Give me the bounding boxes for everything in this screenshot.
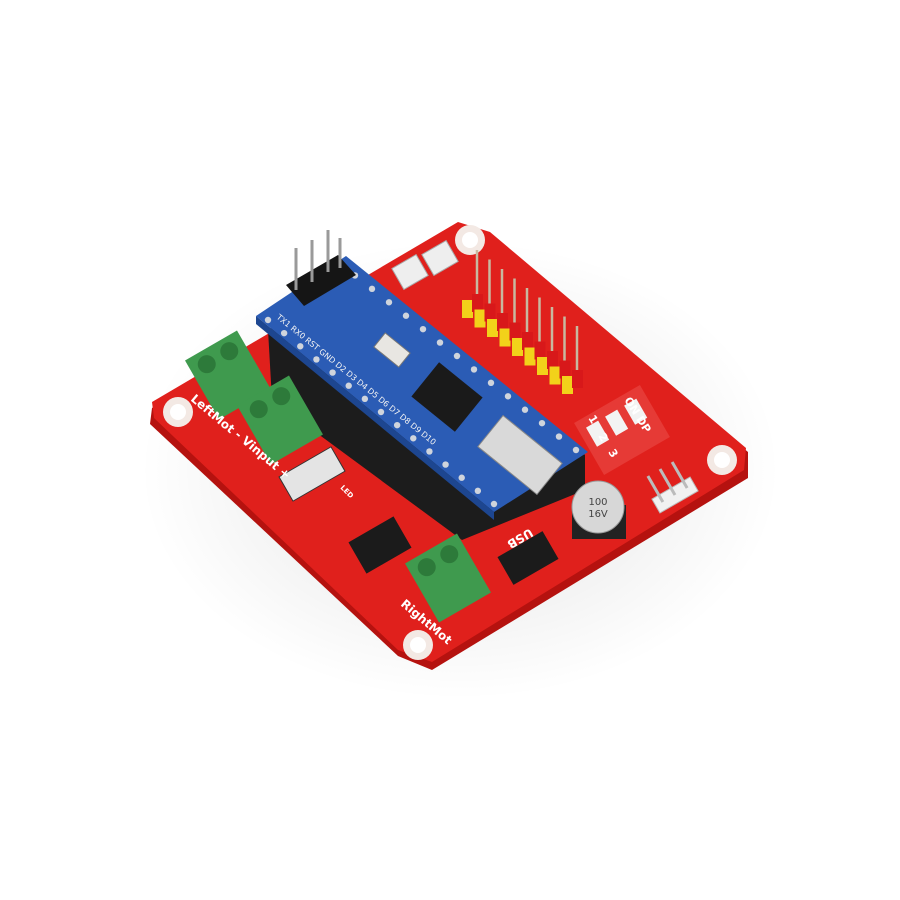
terminal-block-right-motor — [405, 533, 491, 623]
header-pin-block — [487, 319, 498, 337]
nano-pin-pad — [297, 343, 304, 350]
electrolytic-capacitor: 100 16V — [571, 480, 626, 539]
header-pin-block — [559, 360, 571, 379]
voltage-regulator — [348, 516, 412, 574]
terminal-block-left-motor — [185, 330, 271, 420]
header-pin-block — [537, 357, 548, 375]
nano-pin-pad — [329, 369, 336, 376]
header-pin-block — [509, 322, 521, 341]
mini-usb-port — [477, 414, 563, 496]
nano-pin-pad — [470, 366, 478, 373]
header-pin-block — [472, 294, 483, 312]
nano-pin-pad — [572, 446, 580, 454]
nano-pin-pad — [436, 339, 444, 346]
power-switch — [278, 446, 346, 502]
header-pin-block — [497, 313, 508, 331]
potentiometers — [391, 239, 459, 291]
capacitor-value: 100 — [588, 497, 607, 508]
nano-pin-pad — [521, 406, 529, 413]
mounting-holes — [163, 225, 737, 660]
nano-pin-pad — [487, 379, 495, 387]
icsp-header — [286, 230, 356, 306]
header-pin-block — [524, 347, 536, 366]
nano-pin-pad — [280, 329, 288, 337]
nano-pin-pad — [410, 435, 417, 442]
motor-driver-chip — [497, 531, 559, 585]
nano-pin-pad — [458, 474, 465, 481]
nano-pin-pad — [538, 419, 546, 427]
nano-pin-pad — [368, 285, 376, 293]
header-pin-block — [522, 332, 533, 350]
header-pin-block — [572, 370, 583, 388]
header-pin-block — [484, 303, 496, 322]
three-pin-header — [646, 461, 699, 514]
header-pin-block — [474, 309, 486, 328]
header-pin-block — [562, 376, 573, 394]
header-pin-block — [499, 328, 511, 347]
dip-switch — [574, 385, 670, 475]
nano-pin-pad — [393, 421, 401, 429]
nano-pin-pad — [402, 312, 410, 319]
reset-button — [373, 332, 411, 368]
nano-pin-pad — [419, 325, 427, 333]
nano-pin-pad — [377, 408, 385, 416]
nano-pin-pad — [313, 356, 320, 363]
capacitor-voltage: 16V — [588, 509, 608, 520]
nano-pin-pad — [474, 487, 482, 495]
nano-pin-pad — [442, 461, 449, 468]
nano-pin-pad — [453, 352, 461, 360]
nano-edge — [256, 316, 494, 520]
nano-pin-pad — [490, 500, 498, 508]
header-pin-block — [549, 366, 561, 385]
microcontroller-chip — [411, 362, 483, 432]
servo-headers — [462, 250, 583, 394]
header-pin-block — [534, 341, 546, 360]
nano-pin-pad — [555, 433, 563, 440]
nano-pin-pad — [504, 393, 512, 400]
header-pin-block — [547, 351, 558, 369]
nano-pin-pad — [264, 316, 272, 324]
nano-pin-pad — [426, 448, 433, 455]
header-pin-block — [462, 300, 473, 318]
terminal-block-vinput — [237, 375, 323, 465]
nano-pin-pad — [361, 395, 369, 403]
header-pin-block — [512, 338, 523, 356]
nano-pin-pad — [345, 382, 352, 389]
nano-pin-pad — [385, 299, 393, 306]
